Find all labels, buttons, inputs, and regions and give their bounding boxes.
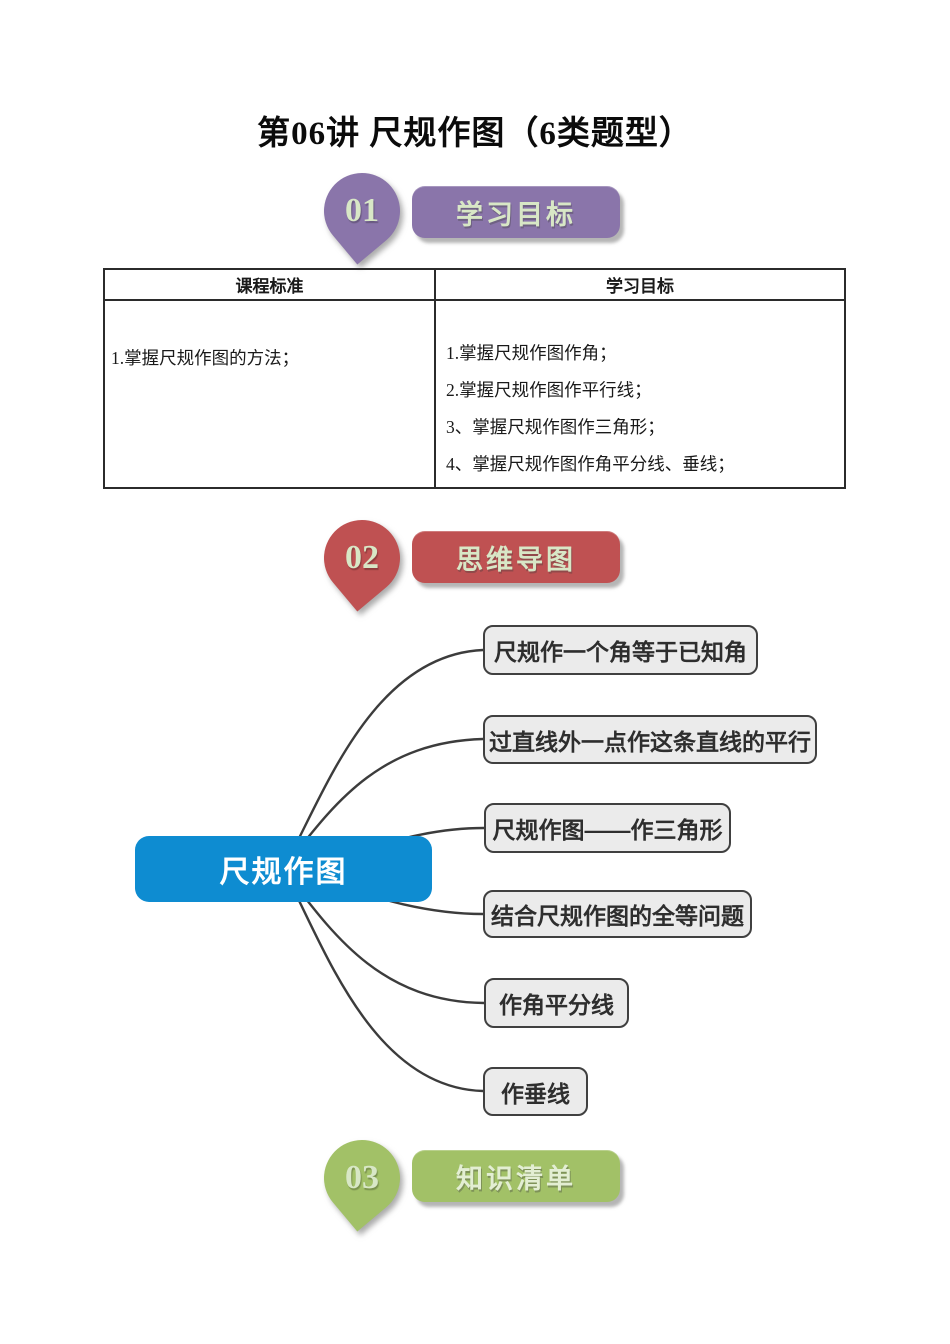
mindmap-branch-node: 尺规作图——作三角形 — [484, 803, 731, 853]
section-03-badge: 03 — [308, 1124, 416, 1232]
course-standard-line: 1.掌握尺规作图的方法； — [111, 348, 300, 368]
objective-line: 1.掌握尺规作图作角； — [446, 343, 617, 363]
section-number: 03 — [345, 1159, 379, 1196]
section-02-pill: 思维导图 — [412, 531, 620, 583]
connector-branch-6 — [281, 867, 485, 1093]
section-02-badge: 02 — [308, 504, 416, 612]
mindmap-root-node: 尺规作图 — [135, 836, 432, 902]
section-label: 学习目标 — [456, 199, 576, 230]
section-number: 02 — [345, 539, 379, 576]
section-01-badge: 01 — [308, 157, 416, 265]
section-number: 01 — [345, 192, 379, 229]
page-title: 第06讲 尺规作图（6类题型） — [257, 116, 693, 152]
table-header-course-standard: 课程标准 — [105, 270, 436, 301]
teardrop-shape: 03 — [308, 1124, 416, 1232]
objectives-cell: 1.掌握尺规作图作角； 2.掌握尺规作图作平行线； 3、掌握尺规作图作三角形； … — [436, 301, 844, 487]
objective-line: 3、掌握尺规作图作三角形； — [446, 417, 665, 437]
mindmap-branch-node: 尺规作一个角等于已知角 — [483, 625, 758, 675]
section-03-pill: 知识清单 — [412, 1150, 620, 1202]
mindmap-branch-node: 结合尺规作图的全等问题 — [483, 890, 752, 938]
course-standard-cell: 1.掌握尺规作图的方法； — [105, 301, 436, 487]
mindmap-branch-node: 作垂线 — [483, 1067, 588, 1116]
standards-table: 课程标准 学习目标 1.掌握尺规作图的方法； 1.掌握尺规作图作角； 2.掌握尺… — [103, 268, 846, 489]
objective-line: 2.掌握尺规作图作平行线； — [446, 380, 652, 400]
section-label: 思维导图 — [456, 544, 576, 575]
section-01-pill: 学习目标 — [412, 186, 620, 238]
objective-line: 4、掌握尺规作图作角平分线、垂线； — [446, 454, 735, 474]
table-header-objectives: 学习目标 — [436, 270, 844, 301]
teardrop-shape: 02 — [308, 504, 416, 612]
mindmap-branch-node: 过直线外一点作这条直线的平行 — [483, 715, 817, 764]
teardrop-shape: 01 — [308, 157, 416, 265]
mindmap-branch-node: 作角平分线 — [484, 978, 629, 1028]
section-label: 知识清单 — [456, 1163, 576, 1194]
